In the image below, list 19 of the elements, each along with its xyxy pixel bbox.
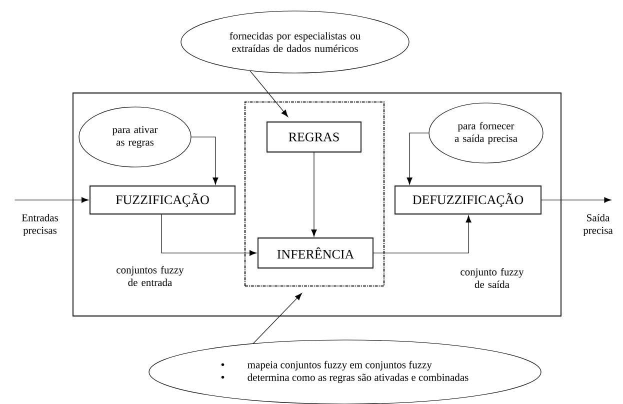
- process-box: FUZZIFICAÇÃO: [90, 186, 236, 214]
- annotation-text: conjunto fuzzy de saída: [460, 268, 524, 288]
- arrow: [406, 132, 429, 185]
- annotation-text: conjuntos fuzzy de entrada: [116, 266, 184, 286]
- arrow: [541, 197, 612, 203]
- io-label: Entradas precisas: [22, 214, 58, 236]
- arrow: [373, 215, 472, 254]
- arrow: [191, 136, 218, 185]
- arrow: [250, 70, 288, 117]
- arrow: [311, 152, 317, 237]
- process-box: REGRAS: [266, 122, 362, 152]
- process-box: INFERÊNCIA: [258, 238, 374, 268]
- arrow: [161, 214, 257, 256]
- dotted-frame: [244, 101, 385, 287]
- io-label: Saída precisa: [583, 214, 613, 236]
- arrow: [14, 197, 89, 203]
- frame-box: [72, 92, 562, 316]
- arrow: [252, 293, 302, 344]
- process-box: DEFUZZIFICAÇÃO: [394, 186, 542, 214]
